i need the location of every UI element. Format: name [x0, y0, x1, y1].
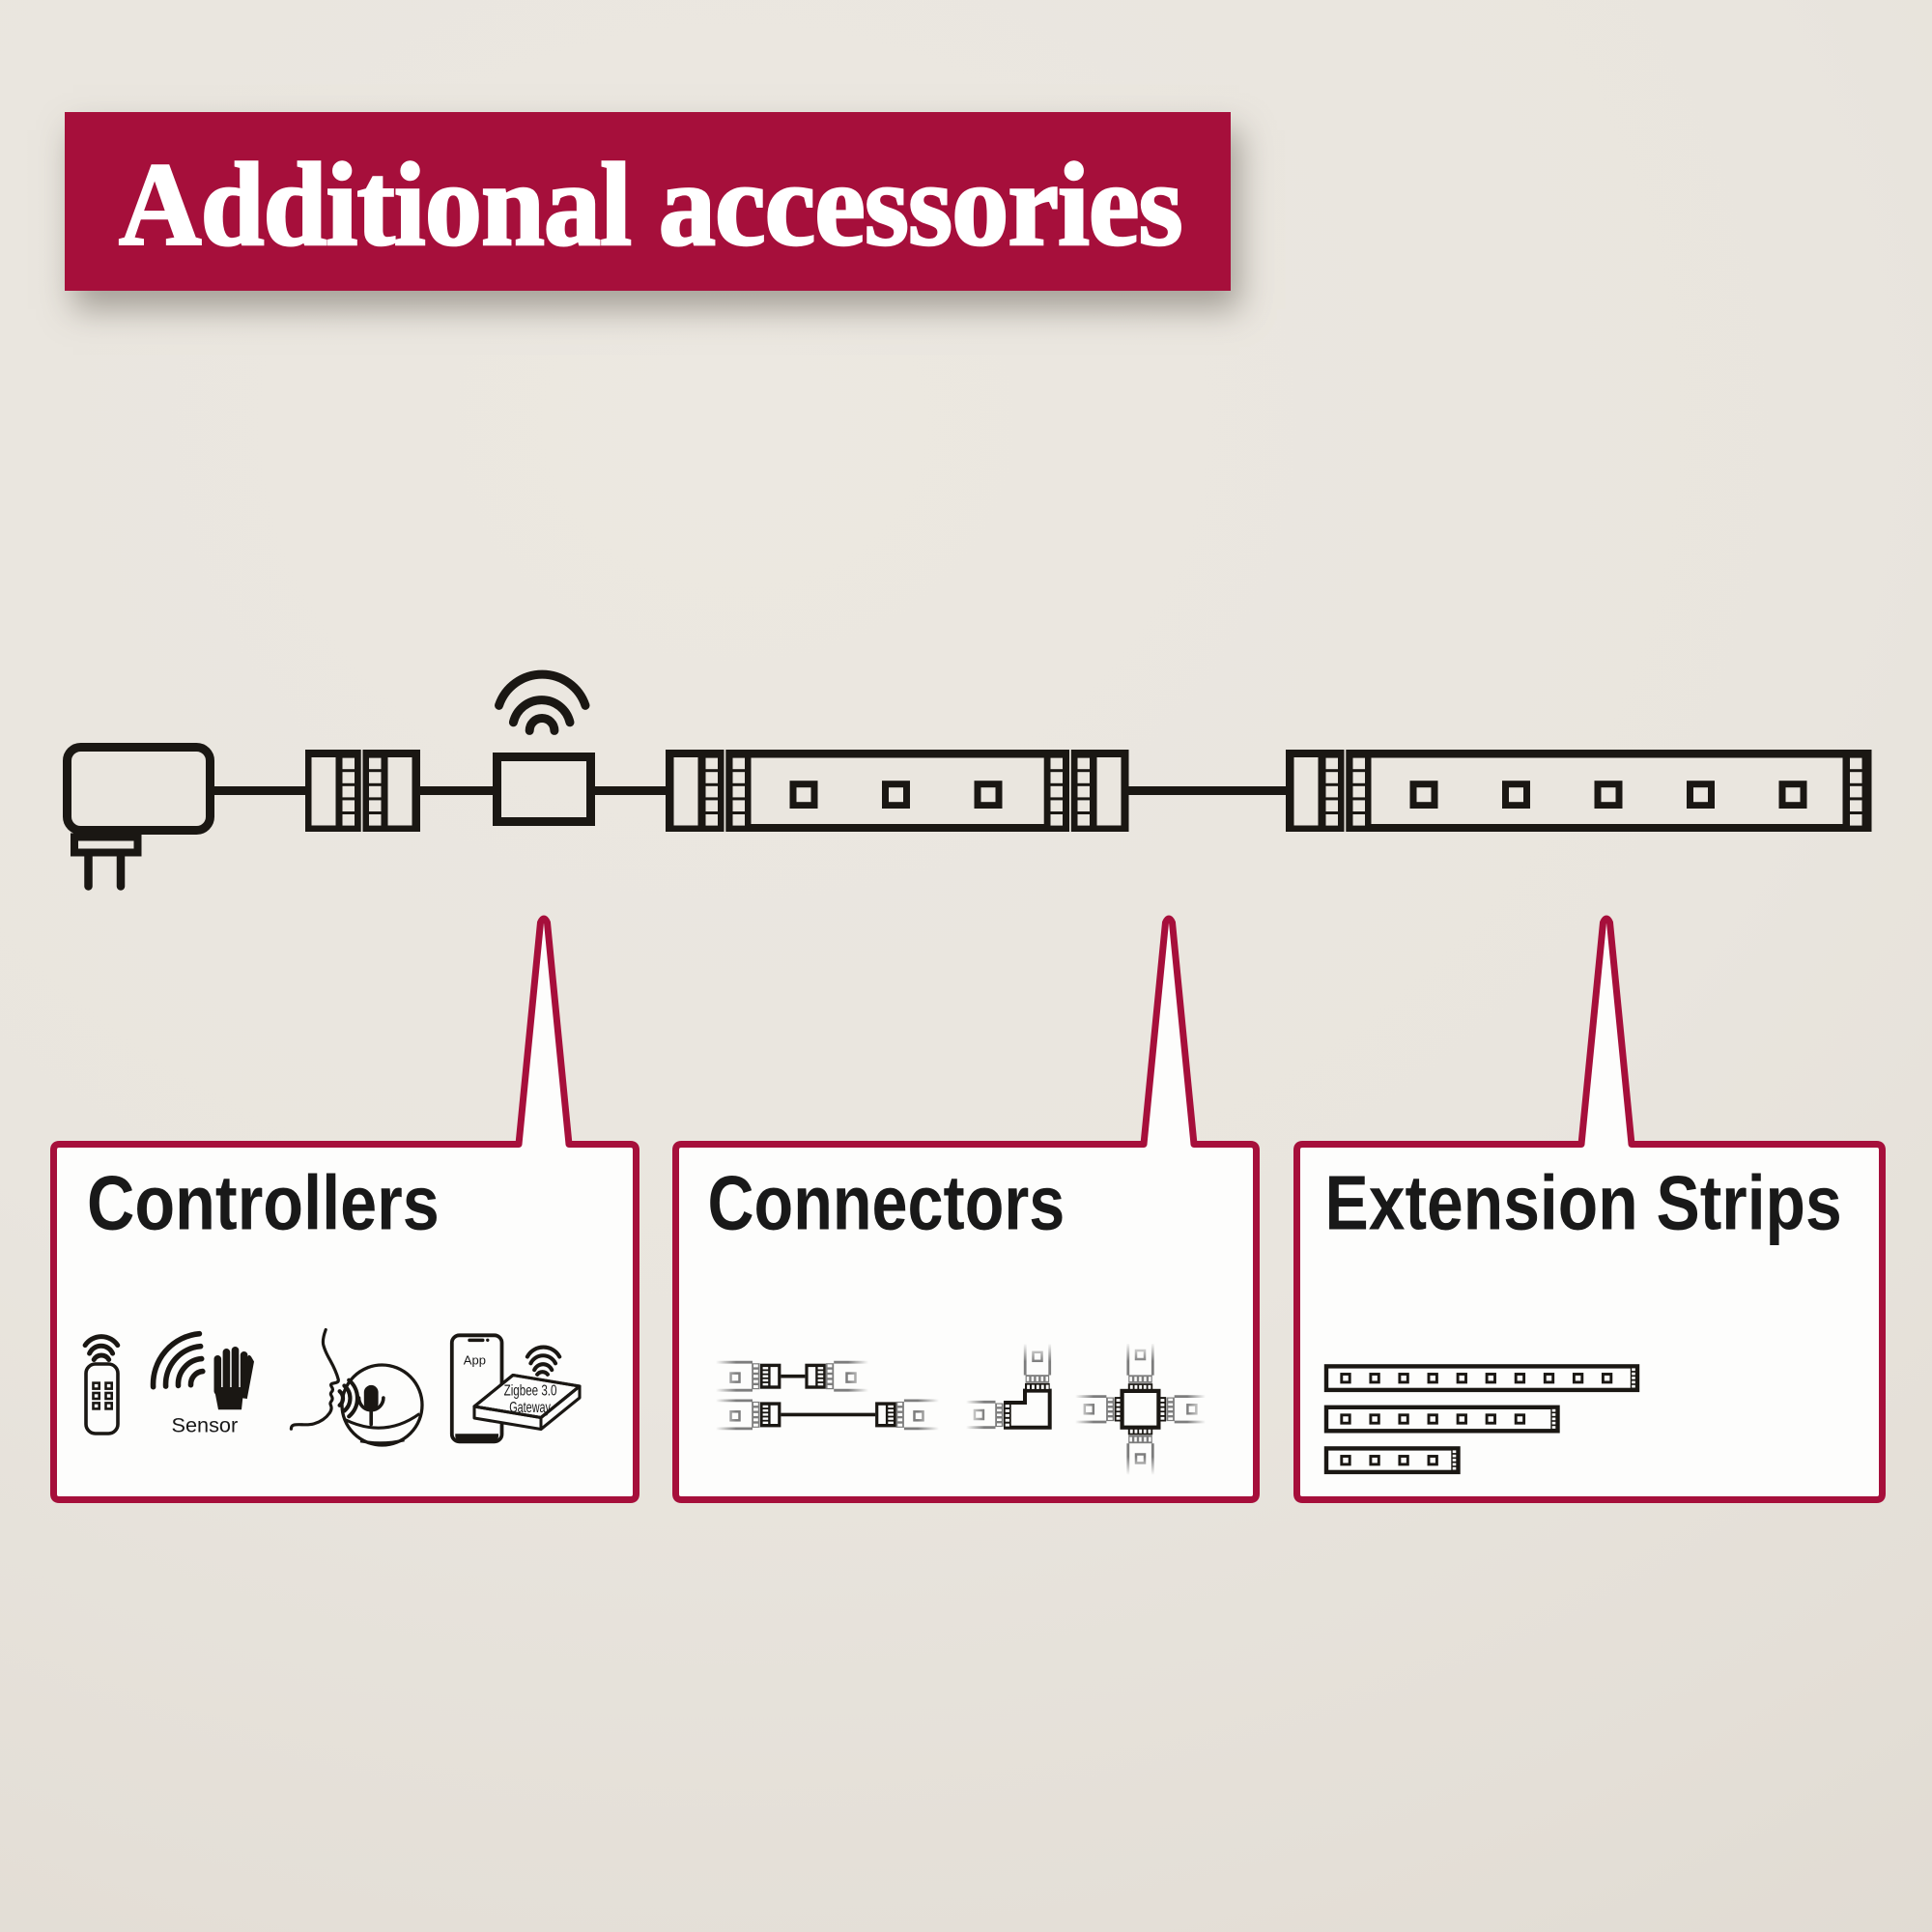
svg-text:Gateway: Gateway: [509, 1399, 551, 1415]
svg-text:Extension Strips: Extension Strips: [1325, 1159, 1842, 1246]
svg-text:Sensor: Sensor: [172, 1413, 239, 1437]
svg-text:Controllers: Controllers: [87, 1159, 440, 1245]
svg-text:App: App: [464, 1353, 486, 1368]
svg-text:Connectors: Connectors: [708, 1159, 1065, 1246]
svg-text:Zigbee 3.0: Zigbee 3.0: [504, 1382, 557, 1399]
svg-text:Additional accessories: Additional accessories: [119, 140, 1182, 270]
